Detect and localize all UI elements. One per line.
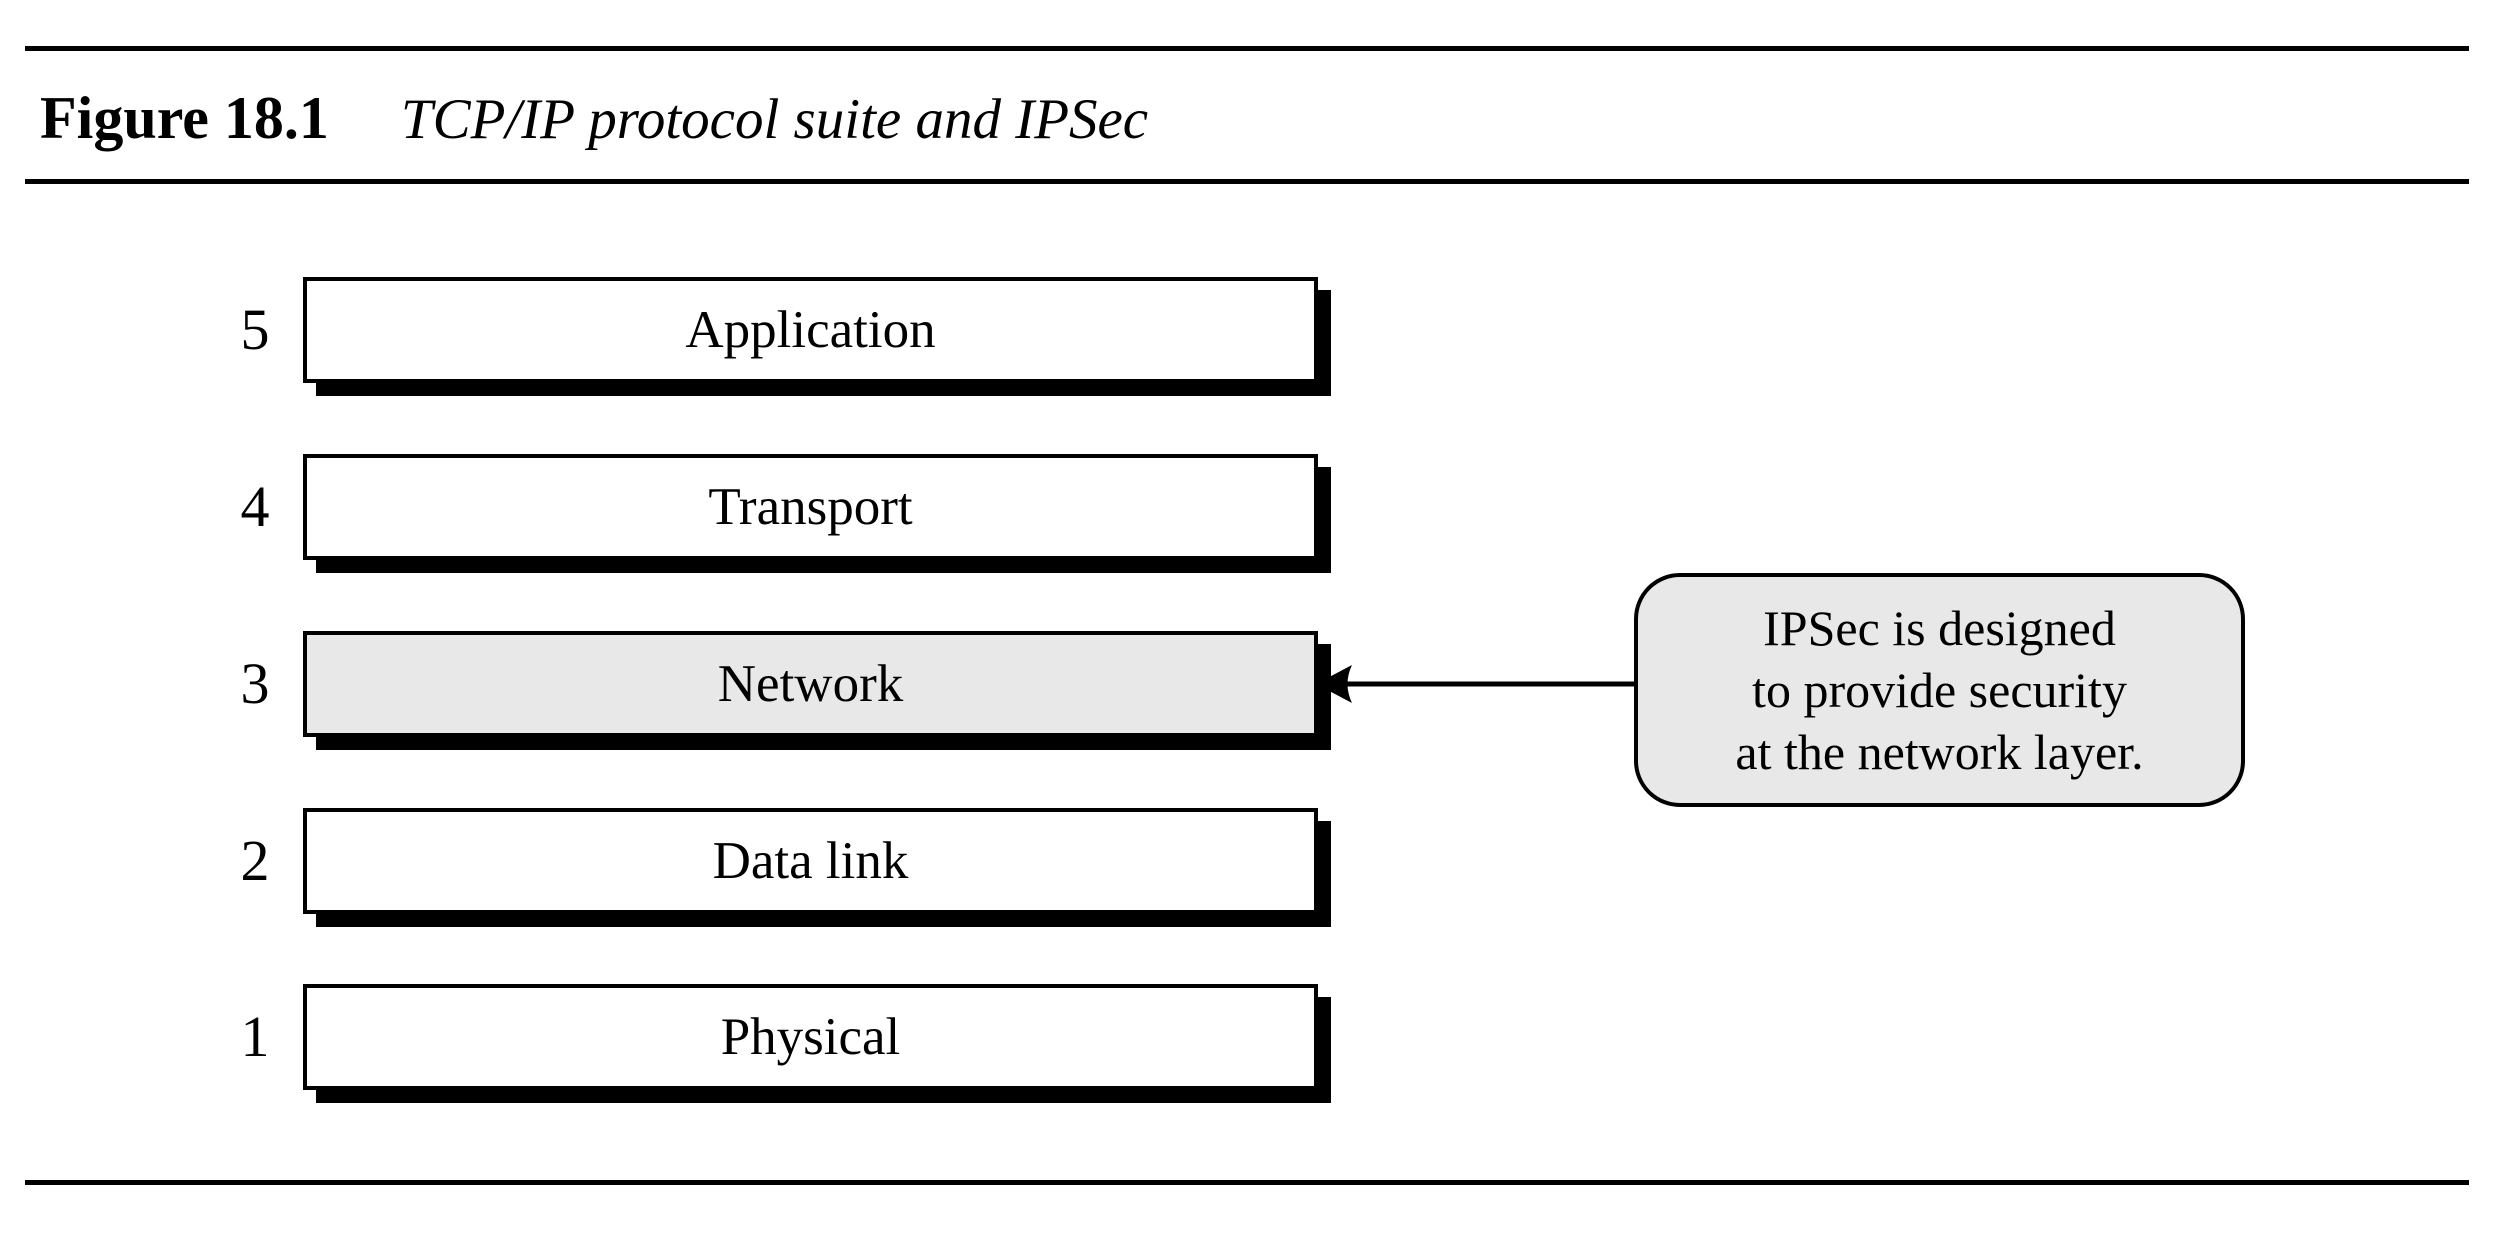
callout-line-1: IPSec is designed — [1763, 600, 2116, 656]
layer-row-physical: 1 Physical — [225, 984, 1318, 1090]
figure-number: Figure 18.1 — [40, 85, 329, 151]
layer-label-physical: Physical — [720, 1008, 901, 1066]
layer-row-network: 3 Network — [225, 631, 1318, 737]
layer-box-network: Network — [303, 631, 1318, 737]
layer-label-network: Network — [717, 655, 904, 713]
layer-number-4: 4 — [240, 474, 270, 539]
layer-label-data-link: Data link — [712, 832, 909, 890]
layer-number-3: 3 — [240, 651, 270, 716]
layer-row-data-link: 2 Data link — [225, 808, 1318, 914]
callout-line-3: at the network layer. — [1735, 724, 2144, 780]
callout-line-2: to provide security — [1752, 662, 2127, 718]
layer-box-physical: Physical — [303, 984, 1318, 1090]
ipsec-arrow — [1316, 665, 1636, 703]
bottom-rule — [25, 1180, 2469, 1185]
layer-number-2: 2 — [240, 828, 270, 893]
figure-caption: Figure 18.1 TCP/IP protocol suite and IP… — [40, 84, 1148, 153]
layer-number-1: 1 — [240, 1004, 270, 1069]
layer-label-transport: Transport — [708, 478, 913, 536]
figure-title: TCP/IP protocol suite and IPSec — [400, 88, 1149, 151]
top-rule — [25, 46, 2469, 51]
ipsec-callout: IPSec is designed to provide security at… — [1634, 573, 2245, 807]
layer-box-data-link: Data link — [303, 808, 1318, 914]
layer-row-transport: 4 Transport — [225, 454, 1318, 560]
arrowhead-left-icon — [1316, 665, 1352, 703]
layer-row-application: 5 Application — [225, 277, 1318, 383]
layer-box-application: Application — [303, 277, 1318, 383]
layer-label-application: Application — [685, 301, 936, 359]
layer-box-transport: Transport — [303, 454, 1318, 560]
layer-number-5: 5 — [240, 297, 270, 362]
caption-divider-rule — [25, 179, 2469, 184]
